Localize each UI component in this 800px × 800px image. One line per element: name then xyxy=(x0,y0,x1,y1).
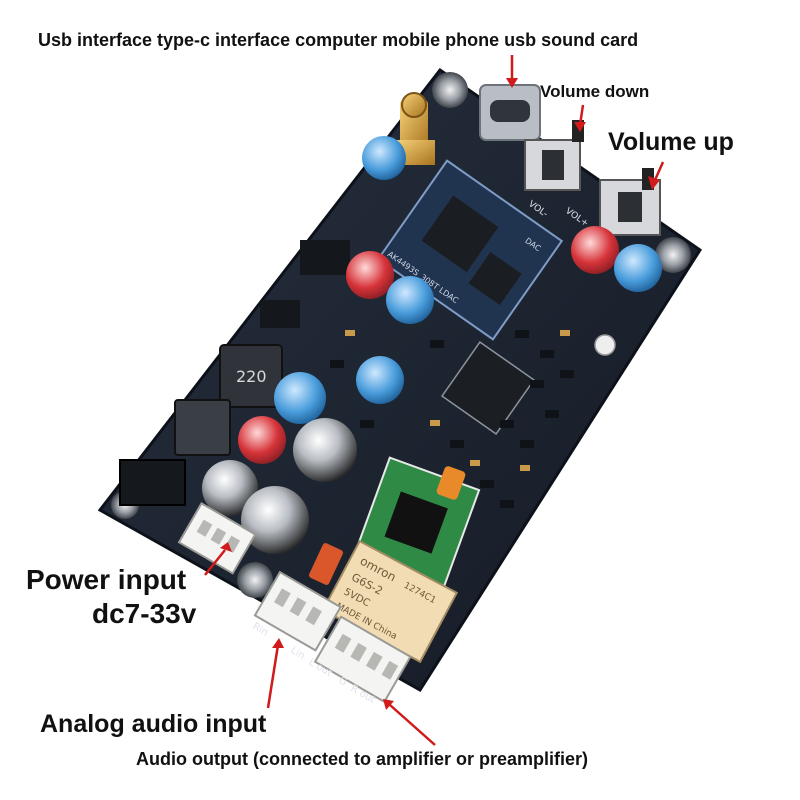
capacitor xyxy=(274,372,326,424)
capacitor xyxy=(614,244,662,292)
label-audio-output: Audio output (connected to amplifier or … xyxy=(136,749,589,769)
capacitor xyxy=(356,356,404,404)
inductor-marking: 220 xyxy=(236,367,267,386)
mount-hole xyxy=(655,237,691,273)
mount-hole xyxy=(237,562,273,598)
capacitor xyxy=(202,460,258,516)
smd-chip xyxy=(300,240,350,275)
smd-components xyxy=(330,330,574,508)
silkscreen-rin: Rin xyxy=(251,621,270,639)
volume-up-button xyxy=(599,168,661,236)
orange-capacitor xyxy=(436,466,466,500)
capacitor xyxy=(346,251,394,299)
audio-output-connector xyxy=(313,615,412,704)
usb-c-connector xyxy=(479,84,541,141)
analog-input-connector xyxy=(253,570,342,652)
power-inductor: 220 xyxy=(219,344,283,408)
label-analog-audio-input: Analog audio input xyxy=(40,710,267,738)
sma-antenna-connector xyxy=(395,92,435,165)
red-capacitor xyxy=(308,543,344,585)
led xyxy=(594,334,616,356)
qfp-chip xyxy=(440,340,536,436)
capacitor xyxy=(571,226,619,274)
label-usb-interface: Usb interface type-c interface computer … xyxy=(38,30,639,50)
annotation-arrows xyxy=(204,55,665,746)
silkscreen-g: G xyxy=(337,675,349,688)
label-volume-up: Volume up xyxy=(608,128,734,156)
smd-resistors xyxy=(345,330,570,471)
capacitor xyxy=(293,418,357,482)
silkscreen-lin: Lin xyxy=(289,645,307,662)
label-power-voltage: dc7-33v xyxy=(92,598,197,629)
bluetooth-dac-module: AK4493S_308T LDAC DAC xyxy=(376,159,564,341)
power-inductor-2 xyxy=(174,399,231,456)
regulator-chip xyxy=(119,459,186,506)
label-power-input: Power input xyxy=(26,564,187,595)
capacitor xyxy=(362,136,406,180)
mount-hole xyxy=(432,72,468,108)
capacitor xyxy=(238,416,286,464)
smd-chip xyxy=(260,300,300,328)
capacitor xyxy=(386,276,434,324)
capacitor xyxy=(241,486,309,554)
label-volume-down: Volume down xyxy=(540,82,650,101)
